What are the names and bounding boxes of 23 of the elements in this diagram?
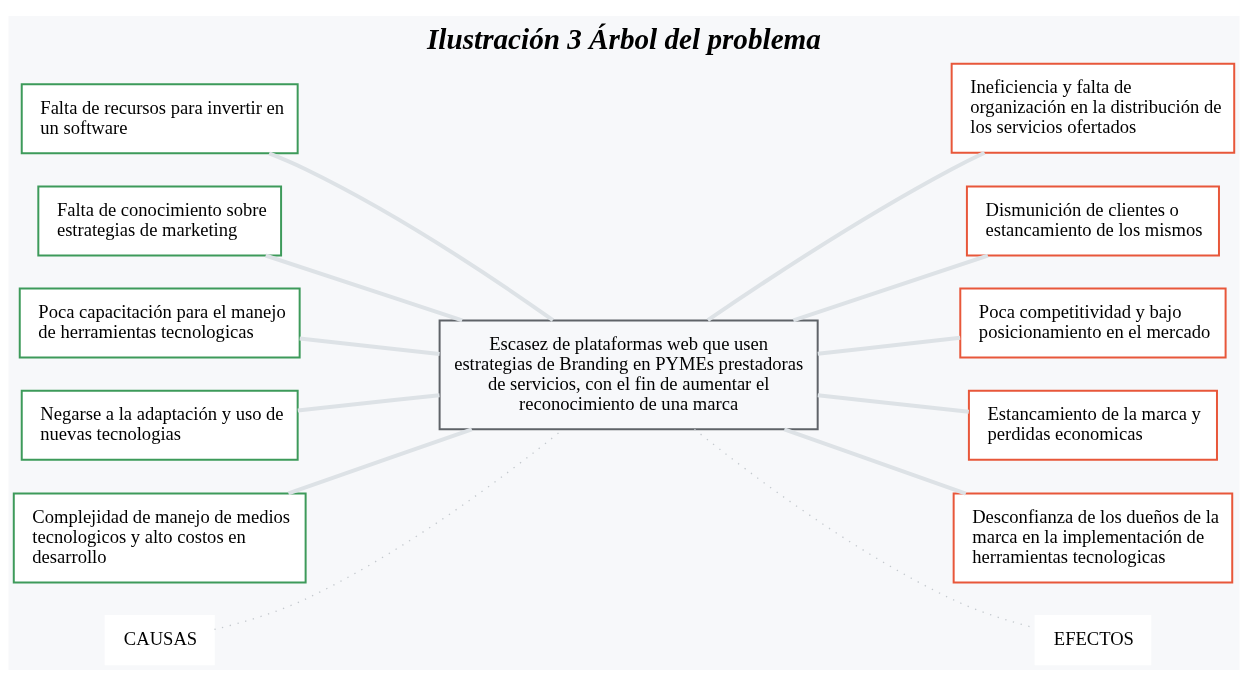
diagram-title: Ilustración 3 Árbol del problema [427,22,821,55]
connector [297,392,440,412]
node-box: Falta de recursos para invertir en un software [20,82,299,154]
node-box: Complejidad de manejo de medios tecnologicos y alto costos en desarrollo [12,492,307,583]
node-box: Falta de conocimiento sobre estrategias de marketing [37,184,283,256]
node-box: Estancamiento de la marca y perdidas economicas [967,389,1218,461]
connector [706,150,986,322]
node-box: Ineficiencia y falta de organización en la distribución de los servicios ofertados [950,62,1236,154]
connector [287,426,473,495]
node-box: Poca competitividad y bajo posicionamiento en el mercado [959,287,1227,359]
connector [299,336,440,356]
connector [817,335,961,356]
connector [783,427,967,495]
node-box: Desconfianza de los dueños de la marca en la implementación de herramientas tecnologicas [952,492,1234,583]
node-box: Negarse a la adaptación y uso de nuevas tecnologias [20,389,299,461]
node-box: Dismunición de clientes o estancamiento de los mismos [965,184,1220,256]
node-box: Poca capacitación para el manejo de herramientas tecnologicas [18,287,301,359]
node-box: CAUSAS [104,614,215,665]
connector [268,151,555,322]
connector [817,392,970,414]
node-box: Escasez de plataformas web que usen estrategias de Branding en PYMEs prestadoras de servicios, con el fin de aumentar el reconocimiento de una marca [438,318,819,430]
connector [792,253,989,322]
connector [265,253,463,322]
